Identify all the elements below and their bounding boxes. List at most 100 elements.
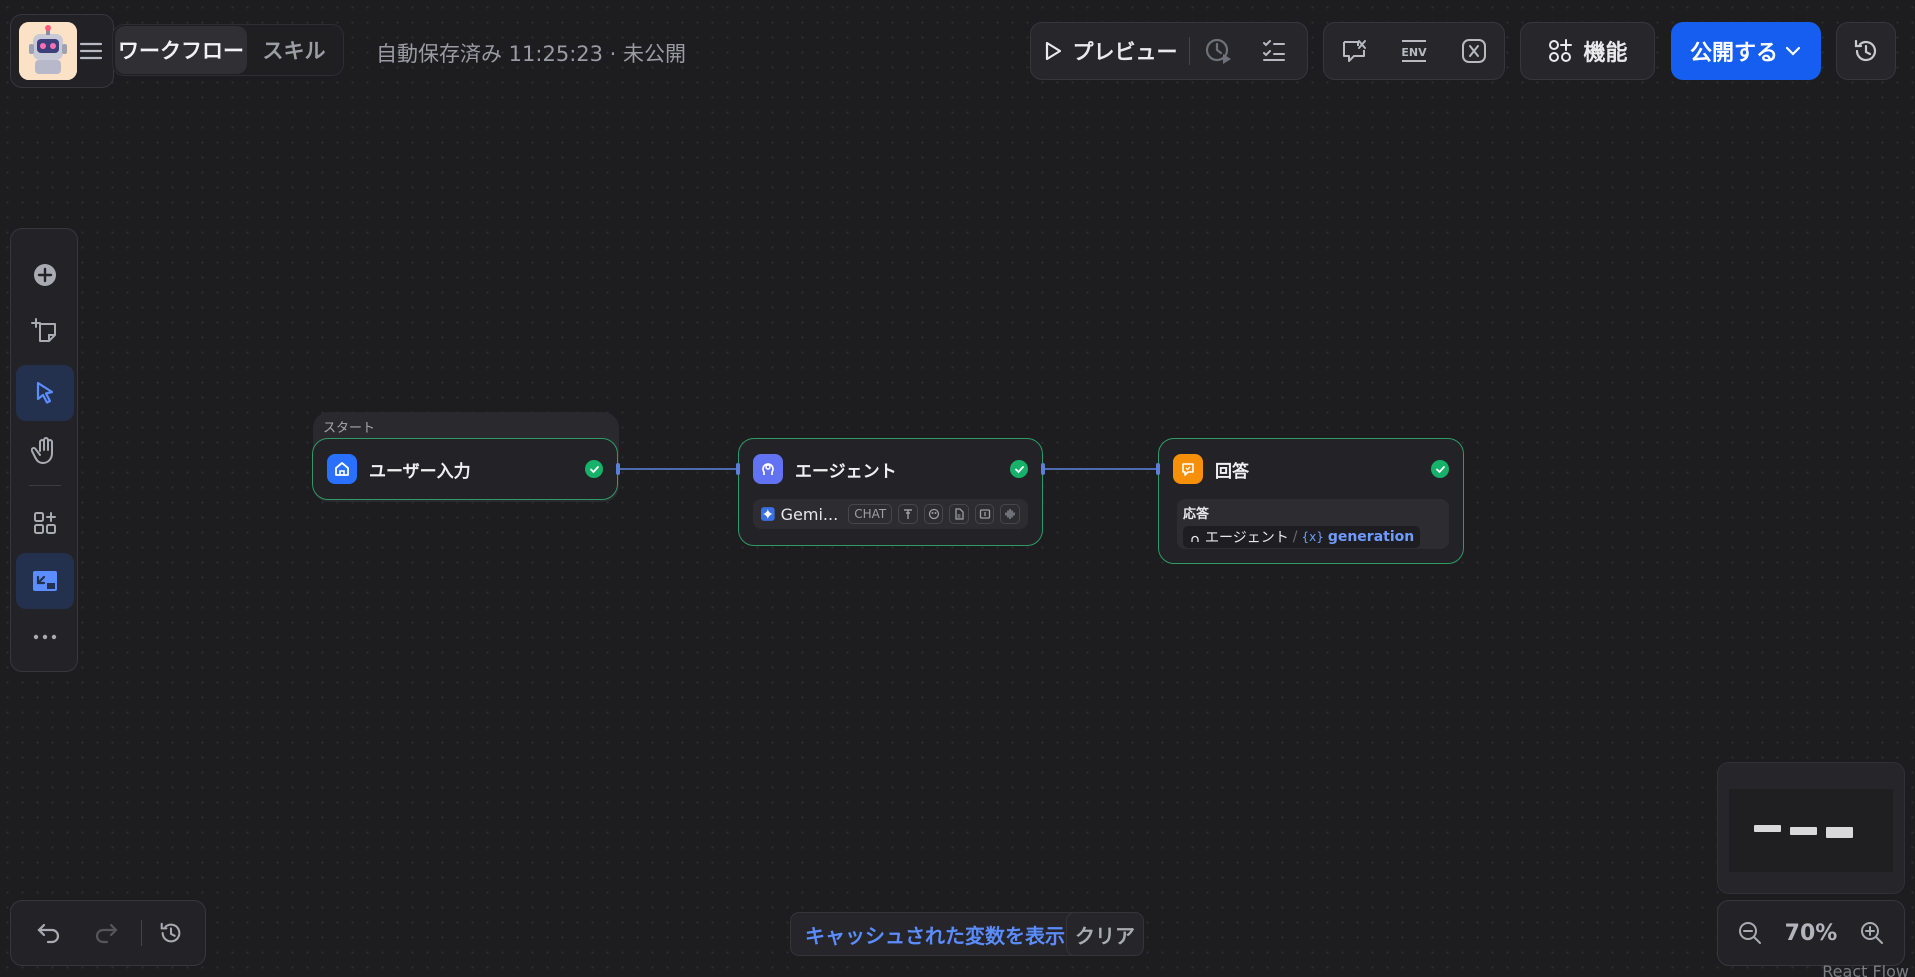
node-title: ユーザー入力 xyxy=(369,461,471,482)
tool-icon xyxy=(898,504,918,524)
add-note-icon xyxy=(31,318,56,342)
undo-button[interactable] xyxy=(21,909,78,957)
more-button[interactable] xyxy=(16,609,74,665)
variable-icon: {x} xyxy=(1301,530,1324,544)
variable-reference-chip[interactable]: エージェント / {x} generation xyxy=(1183,526,1421,548)
zoom-in-icon xyxy=(1860,922,1883,944)
audio-icon xyxy=(1000,504,1021,524)
hamburger-menu-button[interactable] xyxy=(78,36,104,66)
node-answer[interactable]: 回答 応答 エージェント / {x} generation xyxy=(1156,438,1464,564)
edge-start-agent[interactable] xyxy=(620,468,738,470)
publish-label: 公開する xyxy=(1689,41,1778,66)
hand-icon xyxy=(31,437,53,464)
undo-icon xyxy=(37,923,60,944)
variable-name: generation xyxy=(1327,529,1415,545)
environment-variables-button[interactable]: ENV xyxy=(1389,26,1439,76)
edge-agent-answer[interactable] xyxy=(1045,468,1158,470)
conversation-variables-button[interactable] xyxy=(1329,26,1379,76)
app-logo[interactable] xyxy=(19,22,77,80)
more-icon xyxy=(33,634,57,640)
divider xyxy=(1189,37,1190,65)
success-check-icon xyxy=(585,460,603,478)
agent-icon xyxy=(753,454,783,484)
env-icon: ENV xyxy=(1401,40,1427,62)
answer-field-label: 応答 xyxy=(1183,507,1210,522)
model-name: Gemi... xyxy=(780,504,839,524)
zoom-out-button[interactable] xyxy=(1730,913,1770,953)
play-icon xyxy=(1045,41,1061,61)
minimap-viewport[interactable] xyxy=(1729,789,1893,872)
clear-button[interactable]: クリア xyxy=(1066,912,1144,956)
zoom-level[interactable]: 70% xyxy=(1784,920,1838,946)
hamburger-icon xyxy=(79,42,103,60)
input-handle[interactable] xyxy=(736,463,740,475)
node-user-input[interactable]: ユーザー入力 xyxy=(312,438,620,500)
minimap-toggle-icon xyxy=(33,571,57,591)
run-toolbar: プレビュー xyxy=(1030,22,1308,80)
output-handle[interactable] xyxy=(616,463,620,475)
hand-mode-button[interactable] xyxy=(16,423,74,479)
features-button[interactable]: 機能 xyxy=(1520,22,1655,80)
success-check-icon xyxy=(1431,460,1449,478)
video-icon xyxy=(974,504,995,524)
variable-source: エージェント xyxy=(1205,530,1289,546)
zoom-in-button[interactable] xyxy=(1852,913,1892,953)
variables-toolbar: ENV xyxy=(1323,22,1505,80)
model-mode-tag: CHAT xyxy=(848,504,893,524)
mode-tabs: ワークフロー スキル xyxy=(112,24,344,76)
agent-icon xyxy=(1191,535,1199,542)
minimap-node xyxy=(1826,827,1853,838)
canvas-toolbar xyxy=(10,228,78,672)
react-flow-attribution[interactable]: React Flow xyxy=(1822,962,1909,977)
checklist-button[interactable] xyxy=(1248,23,1300,79)
minimap-node xyxy=(1790,827,1817,835)
add-note-button[interactable] xyxy=(16,303,74,359)
history-icon xyxy=(1854,39,1877,62)
tab-skill[interactable]: スキル xyxy=(262,39,326,63)
input-handle[interactable] xyxy=(1156,463,1160,475)
preview-button[interactable]: プレビュー xyxy=(1031,23,1189,79)
variable-separator: / xyxy=(1292,529,1298,545)
zoom-out-icon xyxy=(1739,922,1761,944)
success-check-icon xyxy=(1010,460,1028,478)
undo-redo-panel xyxy=(10,900,206,966)
chevron-down-icon xyxy=(1785,46,1801,56)
organize-button[interactable] xyxy=(16,495,74,551)
output-handle[interactable] xyxy=(1041,463,1045,475)
change-history-button[interactable] xyxy=(148,909,195,957)
preview-label: プレビュー xyxy=(1072,40,1178,64)
vision-icon xyxy=(923,504,944,524)
chat-variable-icon xyxy=(1343,40,1366,62)
features-label: 機能 xyxy=(1583,41,1628,66)
add-node-button[interactable] xyxy=(16,247,74,303)
home-icon xyxy=(327,454,357,484)
node-title: エージェント xyxy=(795,461,897,482)
apps-icon xyxy=(1549,39,1573,62)
organize-icon xyxy=(34,512,56,534)
minimap-node xyxy=(1754,825,1781,832)
run-history-button[interactable] xyxy=(1190,23,1248,79)
history-icon xyxy=(161,922,181,943)
node-agent[interactable]: エージェント Gemi... CHAT xyxy=(736,438,1045,546)
minimap-toggle-button[interactable] xyxy=(16,553,74,609)
redo-button[interactable] xyxy=(78,909,135,957)
env-label: ENV xyxy=(1401,46,1427,59)
add-node-icon xyxy=(34,264,56,286)
minimap[interactable] xyxy=(1717,762,1905,894)
redo-icon xyxy=(96,923,118,944)
tab-workflow[interactable]: ワークフロー xyxy=(115,26,247,74)
divider xyxy=(140,920,142,946)
global-variables-button[interactable] xyxy=(1449,26,1499,76)
pointer-mode-button[interactable] xyxy=(16,365,74,421)
pointer-icon xyxy=(36,381,54,404)
clock-play-icon xyxy=(1205,38,1231,64)
version-history-button[interactable] xyxy=(1836,22,1896,80)
answer-field: 応答 エージェント / {x} generation xyxy=(1177,499,1449,549)
variable-icon xyxy=(1462,39,1486,63)
node-title: 回答 xyxy=(1215,461,1249,482)
model-selector[interactable]: Gemi... CHAT xyxy=(753,499,1028,529)
zoom-controls: 70% xyxy=(1717,900,1905,966)
show-cached-variables-button[interactable]: キャッシュされた変数を表示 xyxy=(790,912,1080,956)
publish-button[interactable]: 公開する xyxy=(1671,22,1821,80)
answer-icon xyxy=(1173,454,1203,484)
